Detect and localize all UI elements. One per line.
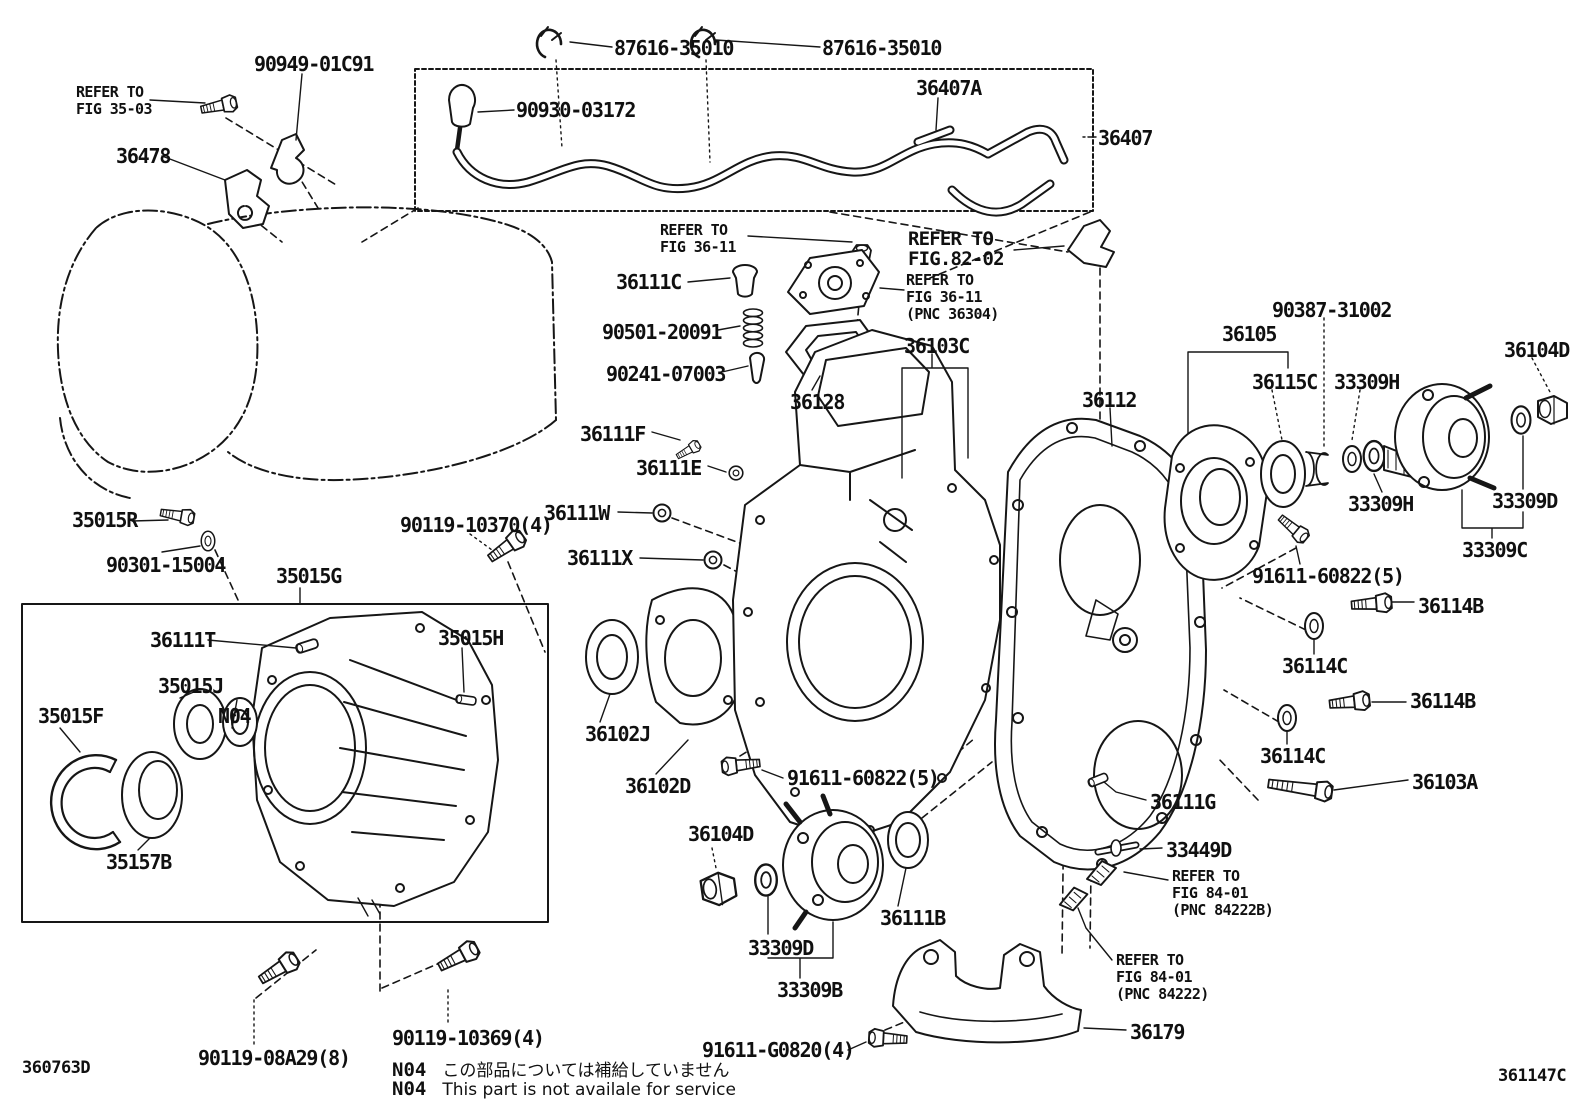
part-label-36114B-a: 36114B xyxy=(1418,594,1484,618)
part-label-36103A: 36103A xyxy=(1412,770,1478,794)
part-label-35015R: 35015R xyxy=(72,508,138,532)
part-label-36115C: 36115C xyxy=(1252,370,1318,394)
part-label-36111G: 36111G xyxy=(1150,790,1216,814)
part-label-90241-07003: 90241-07003 xyxy=(606,362,726,386)
part-label-90119-10370: 90119-10370(4) xyxy=(400,513,553,537)
note-en-text: This part is not availale for service xyxy=(442,1080,736,1099)
part-label-36179: 36179 xyxy=(1130,1020,1185,1044)
part-label-refer-36-11: REFER TO FIG 36-11 xyxy=(660,221,736,256)
part-label-36111C: 36111C xyxy=(616,270,682,294)
part-label-33309D-a: 33309D xyxy=(1492,489,1558,513)
part-label-36478: 36478 xyxy=(116,144,171,168)
part-label-33309B: 33309B xyxy=(777,978,843,1002)
part-label-33449D: 33449D xyxy=(1166,838,1232,862)
part-label-36407A: 36407A xyxy=(916,76,982,100)
part-label-36103C: 36103C xyxy=(904,334,970,358)
part-label-36111B: 36111B xyxy=(880,906,946,930)
part-label-refer-82-02: REFER TO FIG.82-02 xyxy=(908,228,1005,271)
part-label-33309C: 33309C xyxy=(1462,538,1528,562)
part-label-33309H-a: 33309H xyxy=(1334,370,1400,394)
note-en-code: N04 xyxy=(392,1078,427,1099)
drawing-code-right: 361147C xyxy=(1498,1066,1567,1086)
part-label-36111X: 36111X xyxy=(567,546,633,570)
part-label-90949-01C91: 90949-01C91 xyxy=(254,52,374,76)
part-label-90119-08A29: 90119-08A29(8) xyxy=(198,1046,351,1070)
part-label-35157B: 35157B xyxy=(106,850,172,874)
part-label-35015F: 35015F xyxy=(38,704,104,728)
part-label-90119-10369: 90119-10369(4) xyxy=(392,1026,545,1050)
part-label-36128: 36128 xyxy=(790,390,845,414)
part-label-refer-35-03: REFER TO FIG 35-03 xyxy=(76,83,152,118)
part-label-90501-20091: 90501-20091 xyxy=(602,320,722,344)
part-label-87616-35010-b: 87616-35010 xyxy=(822,36,942,60)
part-label-36111F: 36111F xyxy=(580,422,646,446)
drawing-code-left: 360763D xyxy=(22,1058,91,1078)
part-label-refer-84-01: REFER TO FIG 84-01 (PNC 84222) xyxy=(1116,951,1209,1003)
part-label-36407: 36407 xyxy=(1098,126,1153,150)
note-jp-text: この部品については補給していません xyxy=(442,1061,730,1081)
part-label-90387-31002: 90387-31002 xyxy=(1272,298,1392,322)
part-label-91611-G0820: 91611-G0820(4) xyxy=(702,1038,855,1062)
part-label-36111T: 36111T xyxy=(150,628,216,652)
note-jp-code: N04 xyxy=(392,1059,427,1081)
part-label-35015J: 35015J xyxy=(158,674,224,698)
part-label-91611-60822-a: 91611-60822(5) xyxy=(1252,564,1405,588)
part-label-36114C-b: 36114C xyxy=(1260,744,1326,768)
part-label-36114B-b: 36114B xyxy=(1410,689,1476,713)
note-en: N04 This part is not availale for servic… xyxy=(392,1078,736,1099)
part-label-36102J: 36102J xyxy=(585,722,651,746)
part-label-36111E: 36111E xyxy=(636,456,702,480)
part-label-36104D-a: 36104D xyxy=(1504,338,1570,362)
part-label-refer-84-01-b: REFER TO FIG 84-01 (PNC 84222B) xyxy=(1172,867,1274,919)
part-label-35015H: 35015H xyxy=(438,626,504,650)
part-label-36104D-b: 36104D xyxy=(688,822,754,846)
part-label-35015G: 35015G xyxy=(276,564,342,588)
part-label-33309H-b: 33309H xyxy=(1348,492,1414,516)
part-label-36114C-a: 36114C xyxy=(1282,654,1348,678)
part-label-90301-15004: 90301-15004 xyxy=(106,553,226,577)
part-label-refer-36-11-pnc: REFER TO FIG 36-11 (PNC 36304) xyxy=(906,271,999,323)
part-label-36111W: 36111W xyxy=(544,501,610,525)
part-label-36105: 36105 xyxy=(1222,322,1277,346)
part-label-36112: 36112 xyxy=(1082,388,1137,412)
part-label-N04-ring: N04 xyxy=(218,704,252,728)
part-label-87616-35010-a: 87616-35010 xyxy=(614,36,734,60)
part-label-91611-60822-b: 91611-60822(5) xyxy=(787,766,940,790)
part-label-90930-03172: 90930-03172 xyxy=(516,98,636,122)
part-label-36102D: 36102D xyxy=(625,774,691,798)
note-jp: N04 この部品については補給していません xyxy=(392,1056,729,1081)
part-label-33309D-b: 33309D xyxy=(748,936,814,960)
